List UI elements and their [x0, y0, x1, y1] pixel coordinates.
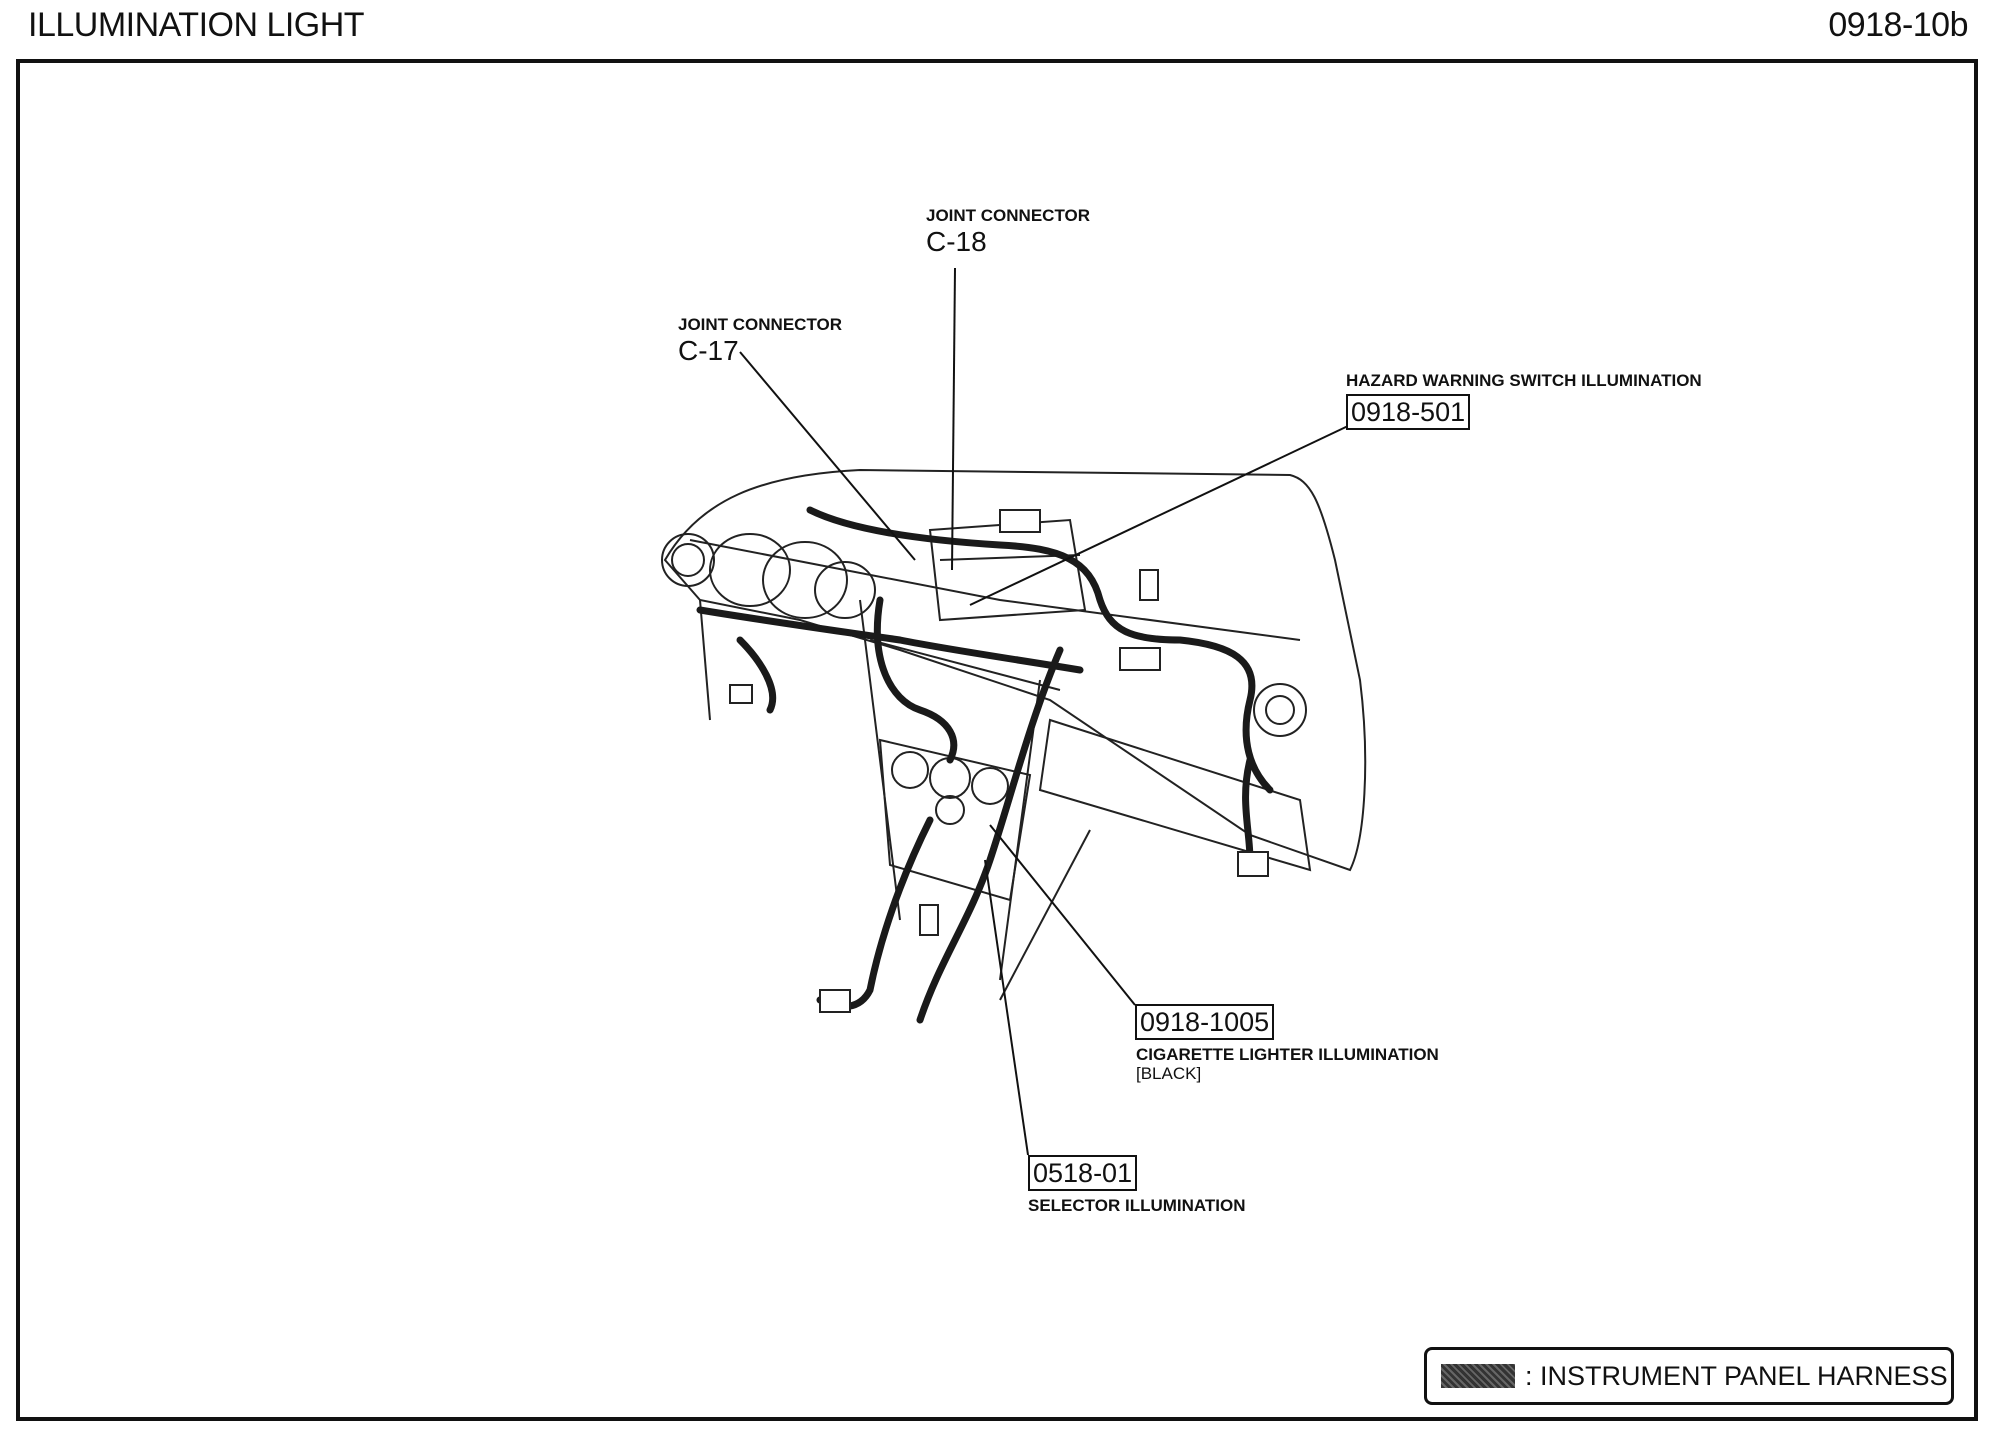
cigarette-note: [BLACK] — [1136, 1064, 1202, 1083]
c18-caption: JOINT CONNECTOR — [926, 206, 1091, 225]
page-title: ILLUMINATION LIGHT — [28, 6, 365, 44]
c17-id: C-17 — [678, 335, 739, 366]
hazard-caption: HAZARD WARNING SWITCH ILLUMINATION — [1346, 371, 1702, 390]
c18-id: C-18 — [926, 226, 987, 257]
selector-ref: 0518-01 — [1028, 1155, 1138, 1191]
c17-caption: JOINT CONNECTOR — [678, 315, 843, 334]
selector-caption: SELECTOR ILLUMINATION — [1028, 1196, 1246, 1215]
harness-swatch — [1441, 1364, 1515, 1388]
hazard-ref: 0918-501 — [1346, 394, 1471, 430]
cigarette-ref: 0918-1005 — [1135, 1004, 1275, 1040]
legend-text: : INSTRUMENT PANEL HARNESS — [1525, 1360, 1948, 1391]
page-code: 0918-10b — [1828, 6, 1968, 44]
diagram-frame — [16, 59, 1978, 1421]
cigarette-caption: CIGARETTE LIGHTER ILLUMINATION — [1136, 1045, 1439, 1064]
legend: : INSTRUMENT PANEL HARNESS — [1424, 1347, 1954, 1405]
